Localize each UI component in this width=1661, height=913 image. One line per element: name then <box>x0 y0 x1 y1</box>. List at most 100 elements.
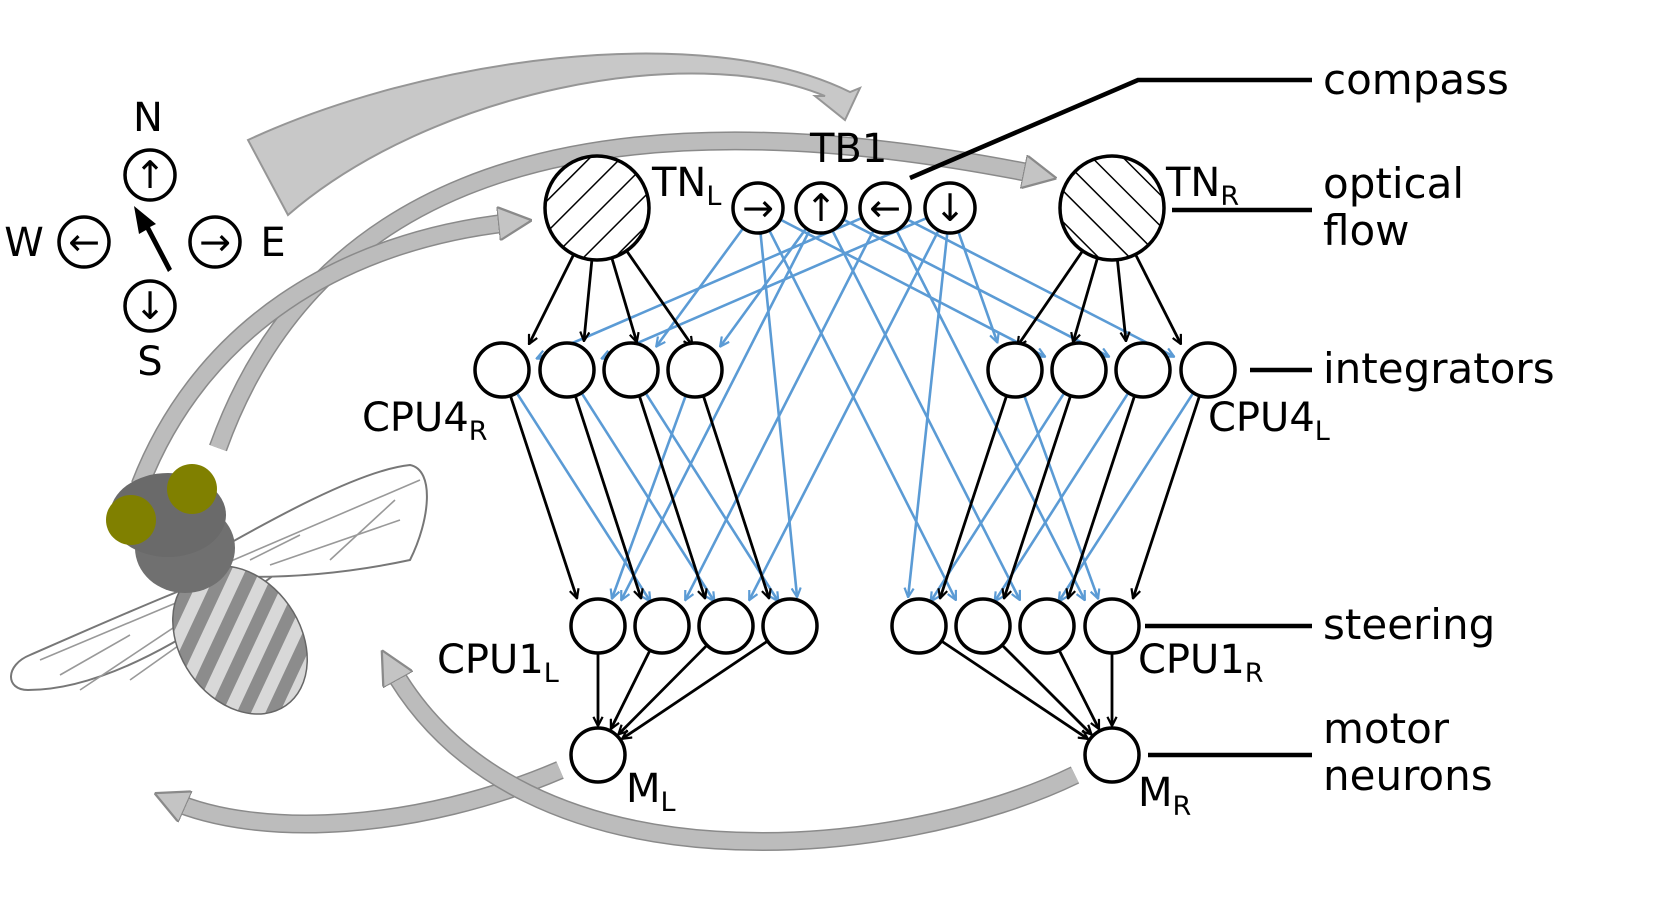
black-connections <box>509 250 1201 739</box>
compass-south-node <box>123 279 177 333</box>
tn-to-cpu4-link <box>527 253 575 345</box>
tn-left-neuron <box>543 154 651 262</box>
cpu1-left-neuron-1 <box>569 597 627 655</box>
tb1-neuron-north <box>794 181 848 235</box>
tn-to-cpu4-link <box>1116 259 1126 342</box>
tn-left-label: TNL <box>651 160 721 212</box>
motor-left-label: ML <box>626 766 676 818</box>
heading-arrow-icon <box>134 206 172 272</box>
optical-flow-label-line2: flow <box>1323 206 1410 255</box>
cpu1-right-neuron-3 <box>1018 597 1076 655</box>
cpu4-to-cpu1-direct-link <box>1133 395 1201 599</box>
cpu4-right-label: CPU4R <box>362 395 488 447</box>
tn-to-cpu4-link <box>584 259 594 341</box>
cpu1-to-motor-link <box>940 639 1088 739</box>
tb1-to-cpu1-link <box>831 229 1022 600</box>
cpu1-right-label: CPU1R <box>1138 637 1264 689</box>
feedback-arrows <box>131 52 1080 851</box>
compass-east-node <box>188 215 242 269</box>
compass-east-label: E <box>260 220 285 266</box>
tn-right-neuron <box>1058 154 1166 262</box>
tb1-to-cpu1-link <box>895 229 1086 600</box>
cpu1-right-neuron-1 <box>890 597 948 655</box>
neuron-labels: TNL TNR TB1 CPU4R CPU4L CPU1L CPU1R ML M… <box>362 126 1330 822</box>
cpu4-to-cpu1-direct-link <box>1004 395 1072 599</box>
cpu4-right-neuron-3 <box>602 341 660 399</box>
blue-connections <box>515 216 1195 602</box>
fly-eye-left <box>106 495 156 545</box>
compass-east-arrow-icon: → <box>199 220 231 264</box>
compass-north-arrow-icon: ↑ <box>134 153 166 197</box>
tn-to-cpu4-link <box>1017 250 1084 346</box>
tb1-to-cpu1-link <box>908 232 949 597</box>
cpu1-left-neuron-4 <box>761 597 819 655</box>
cpu4-to-cpu1-link <box>515 391 651 602</box>
cpu4-to-cpu1-direct-link <box>701 395 769 599</box>
tb1-north-arrow-icon: ↑ <box>805 186 837 230</box>
compass-south-arrow-icon: ↓ <box>134 284 166 328</box>
compass-rose: N ↑ W ← → E ↓ S <box>4 95 285 385</box>
cpu4-right-neuron-2 <box>538 341 596 399</box>
motor-right-label: MR <box>1138 770 1191 822</box>
tn-to-cpu4-link <box>1134 253 1183 344</box>
tb1-label: TB1 <box>809 126 887 172</box>
ml-to-fly-arrow <box>170 762 564 832</box>
tn-to-cpu4-link <box>625 250 693 346</box>
motor-left-neuron <box>569 726 627 784</box>
motor-right-neuron <box>1083 726 1141 784</box>
cpu4-to-cpu1-link <box>995 391 1130 602</box>
tb1-neuron-south <box>923 181 977 235</box>
cpu4-to-cpu1-link <box>1059 391 1195 602</box>
tb1-to-cpu4-link <box>537 216 863 359</box>
cpu1-right-neuron-4 <box>1083 597 1141 655</box>
fly-eye-right <box>167 464 217 514</box>
compass-west-node <box>57 215 111 269</box>
cpu1-left-neuron-3 <box>697 597 755 655</box>
fly-wing-right-veins <box>209 479 421 571</box>
compass-layer-label: compass <box>1323 55 1509 104</box>
tb1-to-cpu4-link <box>779 218 1045 358</box>
cpu1-left-neuron-2 <box>633 597 691 655</box>
cpu4-to-cpu1-link <box>931 391 1066 602</box>
cpu1-to-motor-link <box>1001 644 1091 734</box>
tb1-to-cpu1-link <box>620 229 811 600</box>
compass-south-label: S <box>137 339 162 385</box>
compass-north-node <box>123 148 177 202</box>
cpu4-to-cpu1-direct-link <box>1068 395 1136 599</box>
tn-right-label: TNR <box>1165 160 1239 212</box>
fly-wing-right <box>199 463 428 578</box>
cpu1-to-motor-link <box>618 644 708 734</box>
compass-west-arrow-icon: ← <box>68 220 100 264</box>
tb1-to-cpu4-link <box>602 216 928 359</box>
cpu4-right-neuron-1 <box>473 341 531 399</box>
tb1-to-cpu1-link <box>684 229 875 600</box>
cpu4-to-cpu1-direct-link <box>509 395 577 599</box>
fly-illustration <box>10 463 428 715</box>
motor-label-line2: neurons <box>1323 751 1493 800</box>
optical-flow-label-line1: optical <box>1323 159 1464 208</box>
compass-leader-line <box>909 77 1312 181</box>
integrators-layer-label: integrators <box>1323 344 1555 393</box>
fly-wing-left-veins <box>39 554 291 691</box>
cpu1-right-neuron-2 <box>954 597 1012 655</box>
cpu4-left-label: CPU4L <box>1208 395 1330 447</box>
leader-lines <box>909 77 1312 758</box>
compass-west-label: W <box>4 220 44 266</box>
tb1-south-arrow-icon: ↓ <box>934 186 966 230</box>
tb1-neuron-east <box>731 181 785 235</box>
tn-to-cpu4-link <box>1073 257 1099 342</box>
cpu1-to-motor-link <box>1057 649 1101 729</box>
tb1-to-cpu4-link <box>957 231 997 343</box>
cpu4-left-neuron-2 <box>1050 341 1108 399</box>
cpu1-to-motor-link <box>609 649 652 729</box>
cpu1-left-label: CPU1L <box>437 637 559 689</box>
cpu4-right-neuron-4 <box>666 341 724 399</box>
cpu4-left-neuron-3 <box>1114 341 1172 399</box>
motor-label-line1: motor <box>1323 704 1450 753</box>
tb1-east-arrow-icon: → <box>742 186 774 230</box>
cpu1-to-motor-link <box>622 639 769 739</box>
mr-to-fly-arrow <box>390 665 1079 850</box>
cpu4-to-cpu1-direct-link <box>940 395 1008 599</box>
